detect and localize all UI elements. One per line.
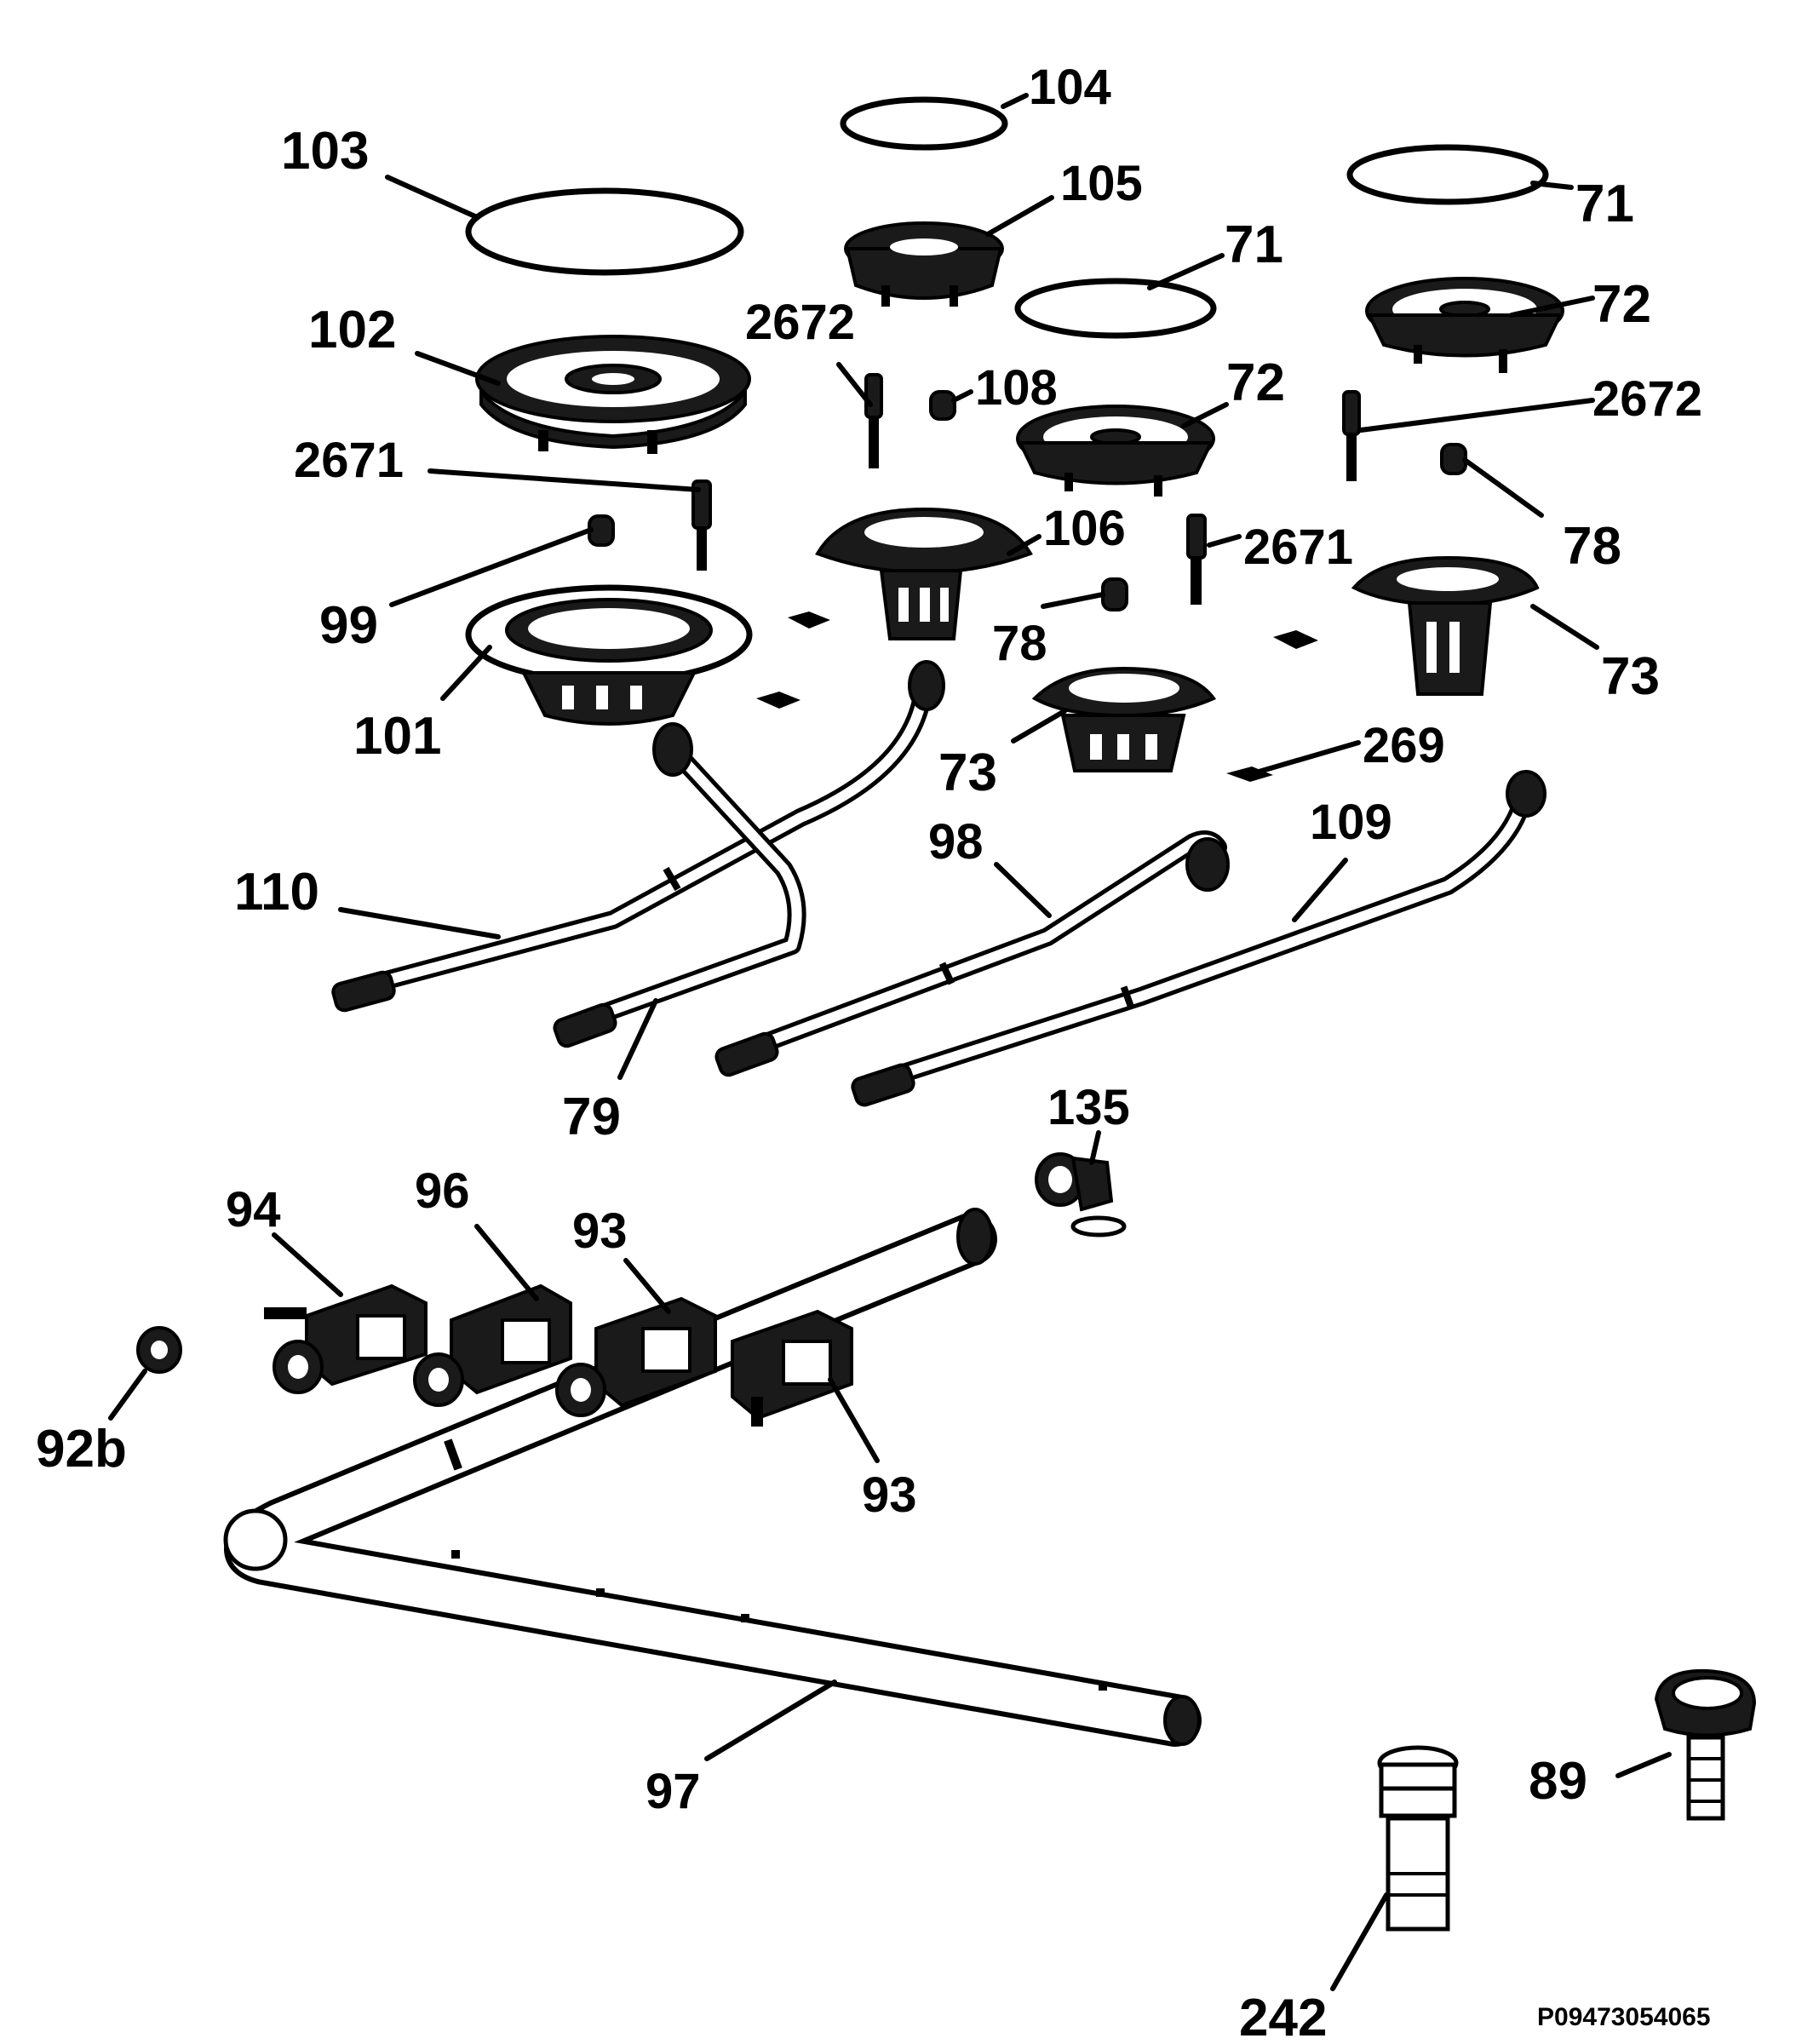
part-106-burner-head [815,507,1033,640]
part-242-hose-fitting [1377,1745,1459,1932]
part-101-burner-head [465,584,753,726]
part-89-hose-fitting [1654,1668,1757,1821]
label-78-center: 78 [992,616,1047,671]
label-97: 97 [646,1764,701,1819]
label-73-right: 73 [1601,647,1660,706]
label-96: 96 [415,1163,470,1219]
label-94: 94 [226,1182,281,1237]
part-102-burner-cap [475,335,751,454]
label-2671-center: 2671 [1243,520,1353,575]
label-101: 101 [353,707,441,766]
label-242: 242 [1239,1989,1327,2044]
label-105: 105 [1060,156,1143,211]
part-108-injector [929,390,956,421]
part-72-burner-cap-center [1016,405,1215,497]
part-97-gas-manifold-pipe [223,1208,1202,1747]
label-92b: 92b [36,1420,127,1478]
part-92b-nut [136,1326,182,1374]
label-102: 102 [308,301,396,359]
part-73-burner-head-center [1031,666,1217,772]
part-109-gas-tube [851,770,1546,1107]
part-78-injector-right [1440,443,1467,475]
label-108: 108 [975,360,1058,416]
part-103-ring [465,187,744,276]
label-98: 98 [928,814,984,870]
label-2672-left: 2672 [745,295,855,350]
label-135: 135 [1047,1080,1130,1135]
part-110-gas-tube [331,660,945,1013]
label-93-left: 93 [572,1203,628,1259]
part-73-burner-head-right [1351,555,1540,696]
part-labels: 104 103 105 71 71 102 2672 72 72 108 267… [36,60,1711,2044]
label-79: 79 [562,1088,621,1146]
label-106: 106 [1043,501,1126,556]
part-135-connector [1035,1152,1127,1237]
part-71-ring-center [1014,278,1217,339]
part-71-ring-right [1346,144,1549,205]
label-2672-right: 2672 [1592,371,1702,427]
part-2671-electrode-left [691,479,712,571]
part-2671-electrode-center [1186,514,1207,605]
label-269: 269 [1363,718,1445,773]
part-105-burner-cap [844,221,1004,307]
label-71-center: 71 [1225,215,1283,274]
part-79-gas-tube [553,722,806,1048]
label-72-right: 72 [1592,275,1651,334]
part-78-injector-center [1101,577,1128,611]
part-72-burner-cap-right [1365,277,1564,373]
label-104: 104 [1029,60,1111,115]
part-2672-electrode-right [1342,390,1361,481]
part-94-gas-valve [264,1283,427,1394]
part-104-ring [840,96,1008,151]
label-78-right: 78 [1563,517,1621,576]
part-2672-electrode-left [864,373,883,468]
label-71-right: 71 [1575,175,1634,233]
part-93-gas-valve-left [555,1296,717,1417]
label-93-right: 93 [862,1467,917,1523]
label-109: 109 [1310,795,1392,850]
leader-lines [108,93,1672,1991]
label-72-center: 72 [1226,353,1285,412]
label-99: 99 [319,596,378,655]
label-110: 110 [234,863,319,922]
label-89: 89 [1529,1752,1587,1811]
label-73-center: 73 [938,744,997,802]
part-96-gas-valve [413,1283,572,1407]
label-103: 103 [281,122,369,181]
label-2671-left: 2671 [294,433,404,488]
part-93-gas-valve-right [731,1309,853,1427]
reference-code: P09473054065 [1537,2003,1711,2031]
part-98-gas-tube [714,830,1230,1077]
screw-marks [756,611,1318,709]
